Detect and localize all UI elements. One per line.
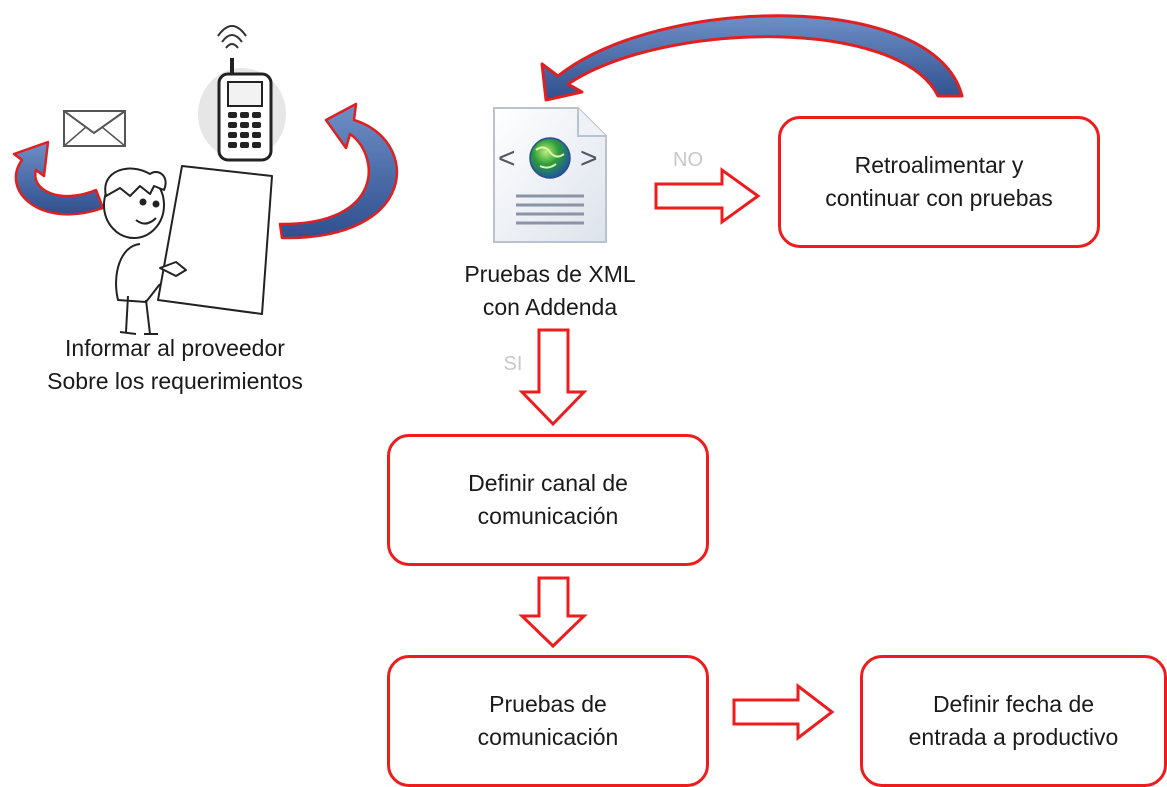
go-live-box: Definir fecha de entrada a productivo bbox=[860, 655, 1167, 787]
svg-text:>: > bbox=[580, 142, 598, 175]
xml-tests-label: Pruebas de XML con Addenda bbox=[464, 261, 636, 320]
arrow-to-comm-tests bbox=[518, 576, 588, 649]
go-live-text: Definir fecha de entrada a productivo bbox=[908, 691, 1119, 750]
feedback-box: Retroalimentar y continuar con pruebas bbox=[778, 116, 1100, 248]
svg-text:<: < bbox=[498, 142, 516, 175]
arrow-to-feedback bbox=[654, 167, 761, 225]
comm-tests-box: Pruebas de comunicación bbox=[387, 655, 709, 787]
mobile-phone-icon bbox=[198, 25, 286, 162]
return-curved-arrow bbox=[540, 14, 964, 102]
xml-document-globe-icon: < > bbox=[493, 107, 607, 243]
envelope-icon bbox=[63, 110, 126, 147]
comm-tests-text: Pruebas de comunicación bbox=[477, 691, 619, 750]
branch-label-no: NO bbox=[673, 149, 703, 171]
left-loop-arrow bbox=[12, 140, 105, 216]
arrow-to-channel bbox=[518, 328, 588, 427]
boy-holding-paper-icon bbox=[103, 165, 273, 335]
inform-supplier-label: Informar al proveedor Sobre los requerim… bbox=[47, 335, 303, 394]
arrow-to-go-live bbox=[732, 682, 835, 742]
feedback-text: Retroalimentar y continuar con pruebas bbox=[825, 152, 1053, 211]
branch-label-yes: SI bbox=[503, 353, 523, 375]
channel-box: Definir canal de comunicación bbox=[387, 434, 709, 566]
channel-text: Definir canal de comunicación bbox=[468, 470, 628, 529]
right-loop-arrow bbox=[278, 102, 399, 240]
